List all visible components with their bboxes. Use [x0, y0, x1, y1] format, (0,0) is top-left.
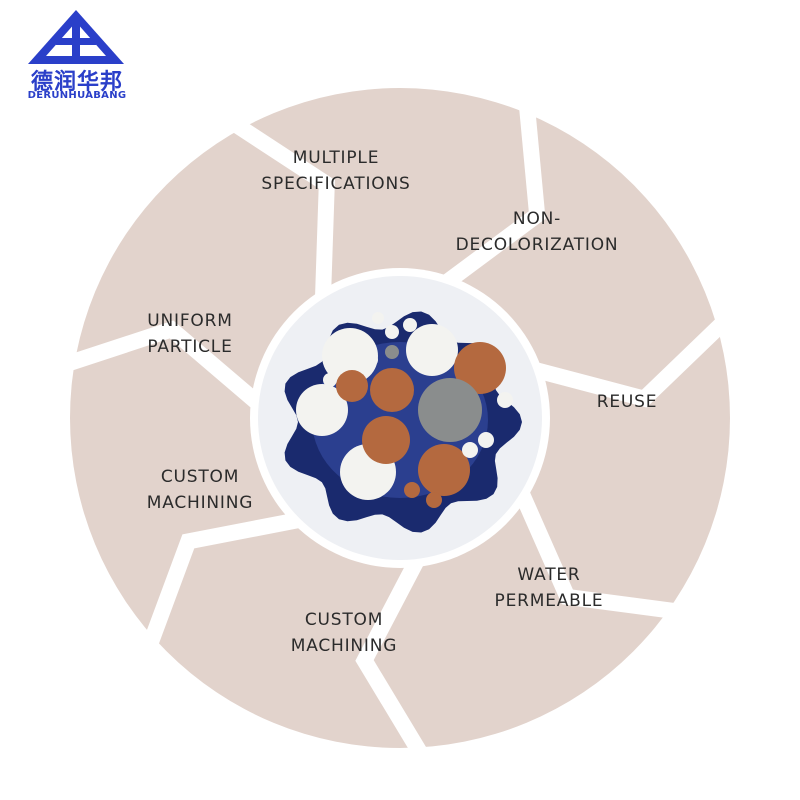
label-water-permeable: WATER PERMEABLE	[439, 562, 659, 614]
logo-mark-icon	[28, 10, 124, 64]
segment-separator	[56, 320, 266, 412]
logo-name-en: DERUNHUABANG	[27, 90, 127, 101]
filter-ball	[426, 492, 442, 508]
label-line: CUSTOM	[304, 610, 384, 630]
filter-ball	[366, 354, 378, 366]
filter-ball	[296, 384, 348, 436]
label-uniform-particle: UNIFORM PARTICLE	[80, 308, 300, 360]
segment-separator	[355, 553, 433, 767]
filter-ball	[323, 373, 337, 387]
segment-separator	[529, 310, 736, 408]
filter-ball	[385, 345, 399, 359]
filter-ball	[418, 444, 470, 496]
segment-separators	[56, 96, 736, 767]
filter-ball	[362, 416, 410, 464]
label-line: SPECIFICATIONS	[261, 174, 411, 194]
filter-ball	[454, 342, 506, 394]
filter-ball	[497, 392, 513, 408]
filter-ball	[404, 482, 420, 498]
segment-separator	[438, 96, 546, 292]
label-non-decolorization: NON- DECOLORIZATION	[427, 206, 647, 258]
filter-ball	[322, 328, 378, 384]
label-line: NON-	[512, 209, 562, 229]
label-line: DECOLORIZATION	[455, 235, 619, 255]
filter-ball	[406, 324, 458, 376]
label-line: MACHINING	[146, 493, 254, 513]
filter-ball	[418, 378, 482, 442]
segment-separator	[139, 511, 305, 656]
filter-ball	[370, 368, 414, 412]
filter-ball	[336, 370, 368, 402]
label-custom-machining-left: CUSTOM MACHINING	[90, 464, 310, 516]
label-reuse: REUSE	[517, 389, 737, 415]
segment-separator	[512, 486, 687, 621]
label-line: MACHINING	[290, 636, 398, 656]
center-product-image	[284, 311, 522, 533]
filter-ball	[478, 432, 494, 448]
logo-name-cn: 德润华邦	[30, 70, 123, 95]
label-line: REUSE	[596, 392, 658, 412]
label-line: WATER	[517, 565, 581, 585]
filter-ball	[403, 318, 417, 332]
filter-ball	[462, 442, 478, 458]
filter-ball	[372, 312, 384, 324]
label-line: CUSTOM	[160, 467, 240, 487]
label-line: UNIFORM	[147, 311, 233, 331]
label-line: PERMEABLE	[494, 591, 604, 611]
label-custom-machining-bottom: CUSTOM MACHINING	[234, 607, 454, 659]
label-multiple-specifications: MULTIPLE SPECIFICATIONS	[226, 145, 446, 197]
label-line: MULTIPLE	[292, 148, 380, 168]
filter-ball	[385, 325, 399, 339]
label-line: PARTICLE	[147, 337, 233, 357]
segment-separator	[223, 112, 335, 302]
